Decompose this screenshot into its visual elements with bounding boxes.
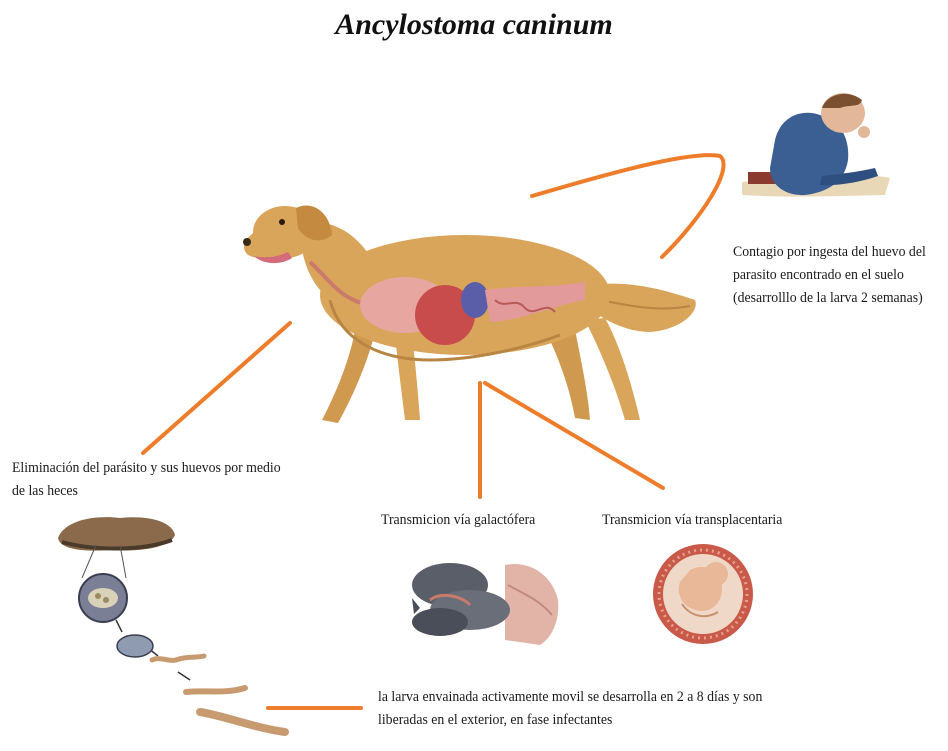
label-transmicion-transplacentaria: Transmicion vía transplacentaria	[602, 509, 782, 532]
arrow-dog-to-child	[532, 155, 724, 257]
label-contagio: Contagio por ingesta del huevo del paras…	[733, 241, 937, 310]
child-eating-from-ground-illustration	[742, 93, 890, 197]
puppies-nursing-illustration	[412, 563, 558, 645]
larva-icon	[117, 635, 285, 732]
egg-icon	[79, 574, 127, 622]
label-eliminacion: Eliminación del parásito y sus huevos po…	[12, 457, 288, 503]
dog-with-organs-illustration	[243, 206, 696, 423]
arrow-feces-to-dog	[143, 323, 290, 453]
fetus-in-womb-illustration	[653, 544, 753, 644]
feces-illustration	[58, 517, 175, 550]
label-transmicion-galactofera: Transmicion vía galactófera	[381, 509, 535, 532]
label-larva: la larva envainada activamente movil se …	[378, 686, 810, 732]
